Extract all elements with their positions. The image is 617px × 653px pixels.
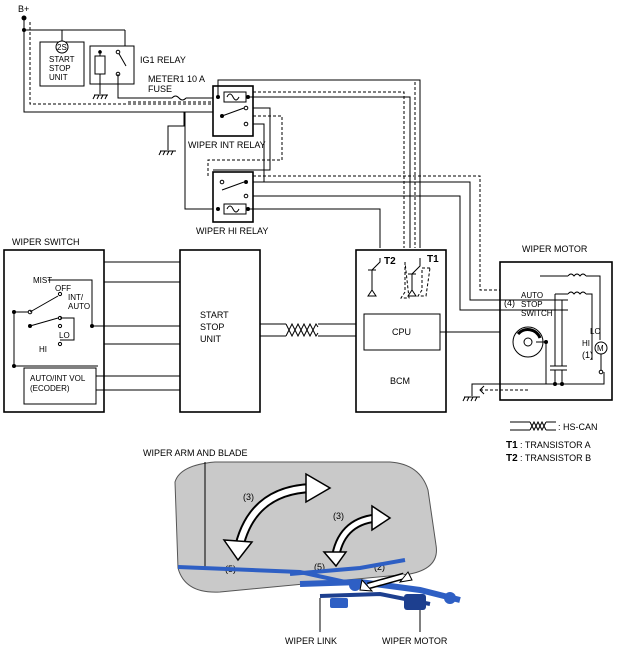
num2-label: (2): [374, 562, 385, 572]
wiper-motor-bottom-label: WIPER MOTOR: [382, 636, 448, 646]
int-auto-label-2: AUTO: [68, 302, 90, 311]
t2-legend-value: : TRANSISTOR B: [520, 453, 591, 463]
auto-int-vol-label-2: (ECODER): [30, 384, 70, 393]
bcm-label: BCM: [390, 376, 410, 386]
wiper-arm-blade-label: WIPER ARM AND BLADE: [143, 448, 248, 458]
auto-stop-switch-2: STOP: [521, 300, 543, 309]
power-section: B+ 2S START STOP UNIT IG1 RELAY METER1 1…: [18, 4, 500, 311]
ssu-mid-line3: UNIT: [200, 334, 221, 344]
ig1-relay-box: [89, 45, 135, 85]
wiper-switch-label: WIPER SWITCH: [12, 237, 80, 247]
windshield-illustration: WIPER ARM AND BLADE (3) (3) (5) (5) (2): [143, 448, 461, 646]
auto-stop-switch-3: SWITCH: [521, 309, 553, 318]
wiper-motor-title: WIPER MOTOR: [522, 244, 588, 254]
auto-int-vol-label-1: AUTO/INT VOL: [30, 374, 86, 383]
fuse-symbol: [171, 95, 187, 101]
fuse-label-2: FUSE: [148, 84, 172, 94]
wiper-int-relay-box: [212, 85, 254, 137]
ig1-relay-label: IG1 RELAY: [140, 55, 186, 65]
motor-hi-label: HI: [582, 339, 590, 348]
t2-label: T2: [384, 256, 396, 267]
num3-right-label: (3): [333, 511, 344, 521]
relay-2s-label: 2S: [57, 43, 67, 52]
t1-label: T1: [427, 254, 439, 265]
off-label: OFF: [55, 284, 71, 293]
int-auto-label-1: INT/: [68, 293, 84, 302]
ssu-top-line2: STOP: [49, 64, 71, 73]
num5-right-label: (5): [314, 562, 325, 572]
windshield: [174, 461, 437, 593]
wiper-motor-illustration: [404, 594, 426, 610]
motor-lo-label: LO: [590, 327, 601, 336]
start-stop-unit-box: [179, 249, 261, 413]
auto-int-vol-box: [23, 367, 97, 405]
wiper-int-relay-label: WIPER INT RELAY: [188, 140, 266, 150]
ssu-mid-line1: START: [200, 310, 229, 320]
lo-label: LO: [59, 331, 70, 340]
fuse-wire: [117, 74, 213, 99]
wiper-link: [299, 578, 461, 603]
cpu-box: [363, 313, 441, 351]
wiper-link-label: WIPER LINK: [285, 636, 337, 646]
wiper-hi-relay-label: WIPER HI RELAY: [196, 226, 268, 236]
wiper-switch-section: WIPER SWITCH MIST OFF INT/ AUTO LO HI AU…: [3, 237, 180, 413]
num4-label: (4): [504, 298, 515, 308]
cpu-label: CPU: [392, 327, 411, 337]
num3-left-label: (3): [243, 492, 254, 502]
wiper-motor-section: WIPER MOTOR (4) AUTO STOP SWITCH LO HI (…: [462, 244, 613, 402]
motor-m-label: M: [597, 344, 604, 353]
start-stop-unit-section: START STOP UNIT: [179, 249, 364, 413]
ssu-mid-line2: STOP: [200, 322, 224, 332]
hi-label: HI: [39, 345, 47, 354]
ssu-top-line3: UNIT: [49, 73, 68, 82]
fuse-label-1: METER1 10 A: [148, 74, 205, 84]
mist-label: MIST: [33, 276, 52, 285]
t1-legend-value: : TRANSISTOR A: [520, 440, 591, 450]
bcm-section: T2 T1 CPU BCM: [355, 249, 516, 413]
auto-stop-switch-1: AUTO: [521, 291, 543, 300]
wiper-blade-right: [289, 558, 406, 576]
hs-can-legend: : HS-CAN: [558, 422, 598, 432]
num1-label: (1): [582, 350, 593, 360]
t1-legend-key: T1: [506, 440, 518, 451]
ssu-top-line1: START: [49, 55, 75, 64]
legend: : HS-CAN T1 : TRANSISTOR A T2 : TRANSIST…: [506, 420, 598, 464]
bplus-label: B+: [18, 4, 29, 14]
t2-legend-key: T2: [506, 453, 518, 464]
